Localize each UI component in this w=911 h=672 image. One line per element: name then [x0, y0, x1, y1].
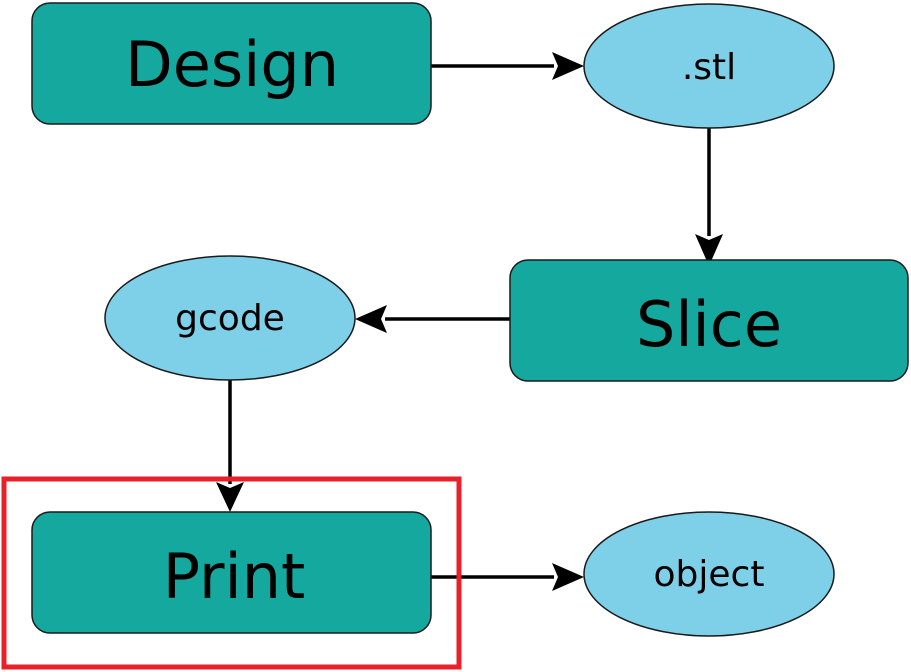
node-slice-label: Slice — [636, 288, 782, 361]
arrowhead — [552, 52, 584, 80]
node-design-label: Design — [125, 28, 339, 101]
node-print-label: Print — [163, 540, 306, 613]
node-slice: Slice — [509, 259, 909, 382]
node-stl: .stl — [583, 3, 835, 129]
node-stl-label: .stl — [682, 47, 736, 88]
highlight-box — [1, 476, 462, 670]
arrowhead — [355, 305, 387, 333]
arrowhead — [552, 563, 584, 591]
node-object: object — [583, 511, 835, 637]
arrowhead — [695, 234, 723, 266]
node-gcode: gcode — [104, 255, 356, 381]
node-design: Design — [31, 2, 432, 125]
node-gcode-label: gcode — [175, 298, 285, 339]
arrowhead — [216, 482, 244, 512]
node-print: Print — [31, 511, 432, 634]
node-object-label: object — [654, 554, 765, 595]
